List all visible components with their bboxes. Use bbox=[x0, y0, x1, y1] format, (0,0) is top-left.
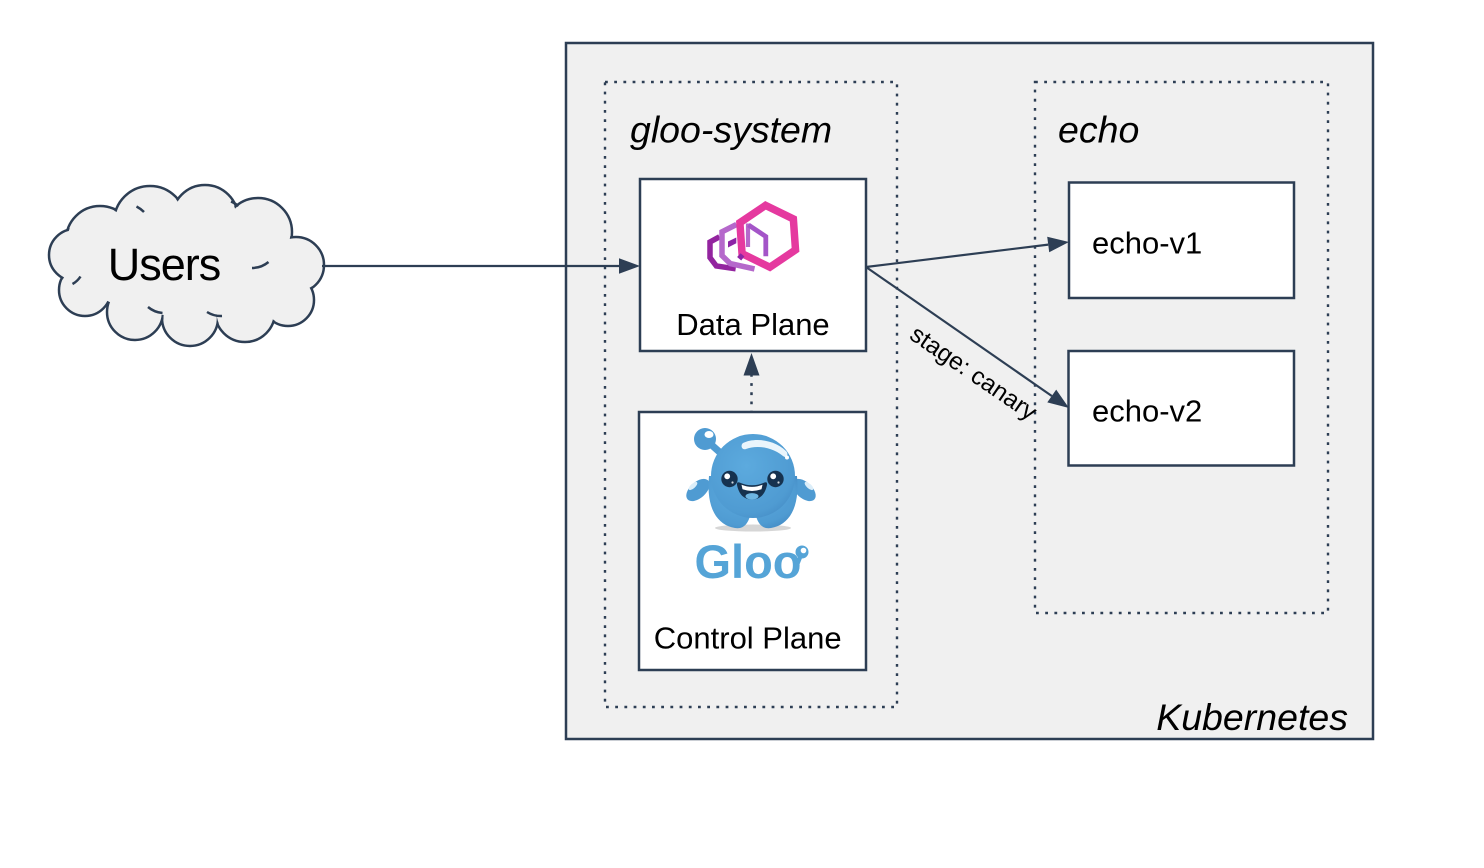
svg-text:echo-v2: echo-v2 bbox=[1092, 394, 1202, 429]
svg-text:Data Plane: Data Plane bbox=[676, 307, 829, 342]
svg-text:echo: echo bbox=[1058, 109, 1139, 151]
svg-text:Kubernetes: Kubernetes bbox=[1156, 696, 1348, 738]
svg-text:Gloo: Gloo bbox=[694, 535, 801, 588]
svg-text:Users: Users bbox=[108, 239, 221, 290]
svg-text:echo-v1: echo-v1 bbox=[1092, 226, 1202, 261]
svg-text:gloo-system: gloo-system bbox=[630, 109, 832, 151]
svg-text:Control Plane: Control Plane bbox=[654, 620, 842, 655]
